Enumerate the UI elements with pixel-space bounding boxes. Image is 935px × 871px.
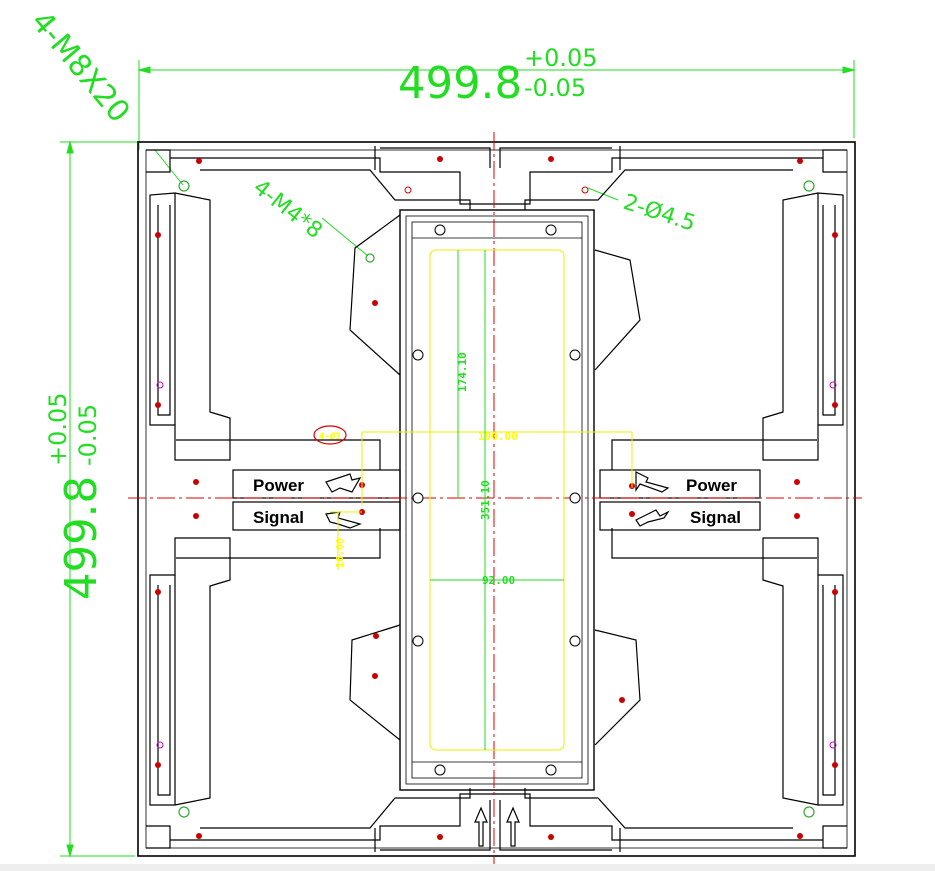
width-value: 499.8: [398, 58, 522, 109]
cabinet-outline: [137, 141, 856, 857]
callout-corner-screws: 4-M8X20: [24, 5, 137, 130]
width-tol-minus: -0.05: [524, 74, 586, 102]
magenta-holes: [156, 186, 837, 749]
left-wing-plates: [349, 214, 401, 741]
left-power-label: Power: [253, 476, 304, 495]
width-upper-label: 190.00: [478, 430, 518, 443]
callout-inner-screws: 4-M4*8: [248, 175, 326, 244]
height-inner-label: 351.10: [479, 480, 492, 520]
overall-width-dimension: [137, 60, 856, 150]
width-lower-label: 92.00: [482, 574, 515, 587]
red-holes: [155, 156, 838, 840]
bottom-beam: [170, 788, 823, 852]
right-power-label: Power: [686, 476, 737, 495]
inner-dimension-lines: [330, 249, 633, 751]
green-inner-dims: [430, 250, 564, 750]
callout-leaders: [154, 149, 619, 257]
bottom-band: [0, 864, 935, 871]
right-signal-label: Signal: [690, 508, 741, 527]
central-frame: [399, 209, 595, 791]
right-rails: [611, 192, 844, 806]
right-wing-plates: [594, 249, 641, 746]
centerlines: [128, 132, 862, 868]
hole-note-ellipse: [313, 425, 347, 445]
left-connector-panel: [232, 469, 401, 531]
height-tol-plus: +0.05: [44, 392, 72, 466]
bottom-arrows: [474, 806, 520, 847]
height-value: 499.8: [56, 476, 107, 600]
overall-height-dimension: [60, 140, 140, 858]
offset-small-label: 16.00: [335, 538, 346, 568]
width-tol-plus: +0.05: [524, 44, 598, 72]
height-tol-minus: -0.05: [74, 404, 102, 466]
hole-note-label: 4-Ø3: [319, 431, 341, 442]
frame-mount-holes: [412, 224, 581, 776]
left-rails: [149, 192, 381, 806]
left-signal-label: Signal: [253, 508, 304, 527]
top-beam: [170, 146, 823, 210]
corner-screw-marks: [178, 180, 815, 818]
callout-holes: 2-Ø4.5: [620, 190, 698, 237]
corner-brackets: [146, 149, 847, 849]
depth-upper-label: 174.10: [456, 352, 469, 392]
